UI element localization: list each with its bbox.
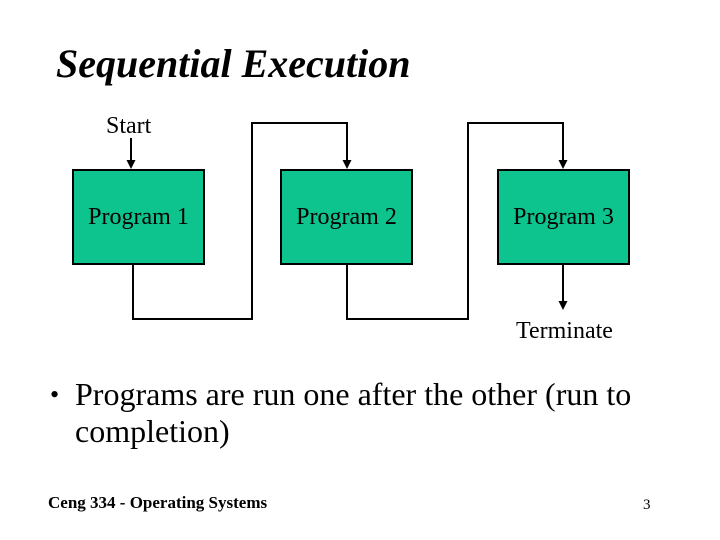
page-number: 3 (643, 497, 651, 513)
bullet-text-line: Programs are run one after the other (ru… (75, 376, 632, 412)
start-label: Start (106, 113, 152, 139)
program1-label: Program 1 (88, 203, 189, 230)
program2-label: Program 2 (296, 203, 397, 230)
program1-box: Program 1 (72, 169, 205, 265)
terminate-arrowhead-icon (558, 301, 568, 310)
program2-arrowhead-icon (342, 160, 352, 169)
program3-box: Program 3 (497, 169, 630, 265)
program3-label: Program 3 (513, 203, 614, 230)
bullet-text: Programs are run one after the other (ru… (75, 376, 631, 450)
program3-arrowhead-icon (558, 160, 568, 169)
bullet-text-line: completion) (75, 413, 230, 449)
terminate-label: Terminate (516, 318, 613, 344)
start-arrowhead-icon (126, 160, 136, 169)
slide-title: Sequential Execution (56, 41, 411, 86)
program2-box: Program 2 (280, 169, 413, 265)
footer-course-label: Ceng 334 - Operating Systems (48, 493, 268, 512)
bullet-marker-icon: • (50, 380, 60, 409)
bullet-item: • Programs are run one after the other (… (50, 376, 631, 450)
